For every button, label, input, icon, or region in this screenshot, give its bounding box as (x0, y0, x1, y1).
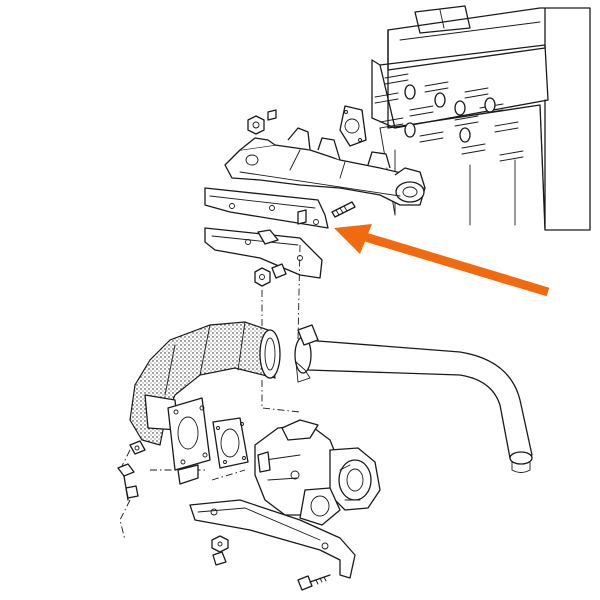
heat-shield-upper (204, 187, 329, 229)
turbo-flange (167, 397, 211, 485)
turbo-gasket (212, 417, 249, 469)
manifold-nuts (247, 109, 277, 135)
exhaust-manifold (224, 127, 426, 206)
arrow-head (334, 224, 372, 254)
cylinder-head-studs (374, 73, 524, 162)
shield-nut (254, 267, 271, 287)
manifold-stud (331, 201, 356, 218)
indicator-arrow (334, 224, 550, 297)
intake-pipe (294, 324, 533, 473)
manifold-gasket (339, 105, 367, 147)
arrow-shaft (360, 231, 550, 297)
heat-shield-lower (204, 227, 323, 279)
bracket-bolt (297, 574, 331, 591)
turbocharger (254, 419, 381, 526)
flange-bolts (117, 440, 146, 501)
turbo-support-bracket (189, 499, 356, 579)
